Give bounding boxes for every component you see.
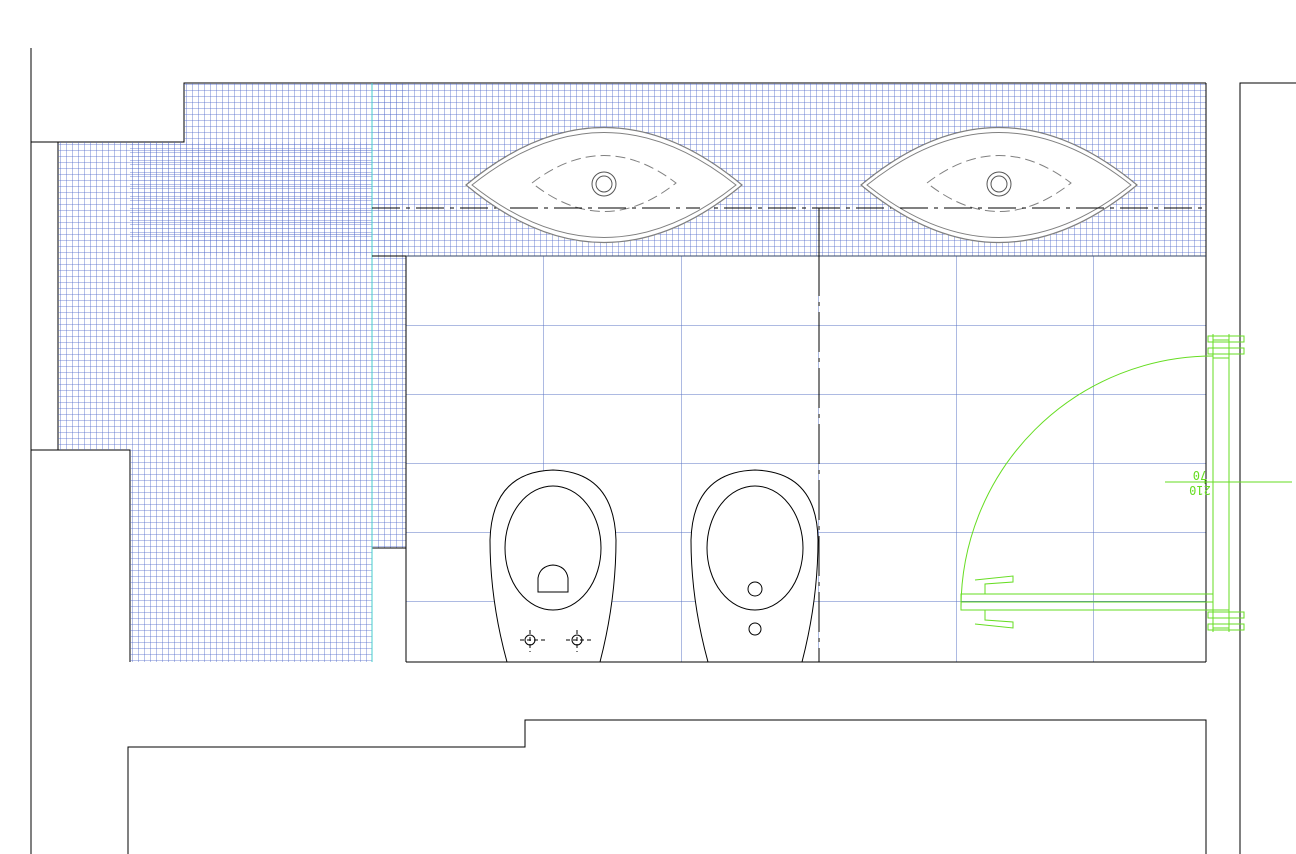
door-tag-height: 70	[1193, 468, 1207, 482]
door-swing	[960, 334, 1292, 632]
door-tag: 210 70	[1189, 468, 1211, 497]
washbasin-right	[860, 127, 1138, 243]
door-tag-width: 210	[1189, 483, 1211, 497]
bidet	[690, 469, 819, 663]
toilet	[489, 469, 617, 663]
washbasin-left	[465, 127, 743, 243]
